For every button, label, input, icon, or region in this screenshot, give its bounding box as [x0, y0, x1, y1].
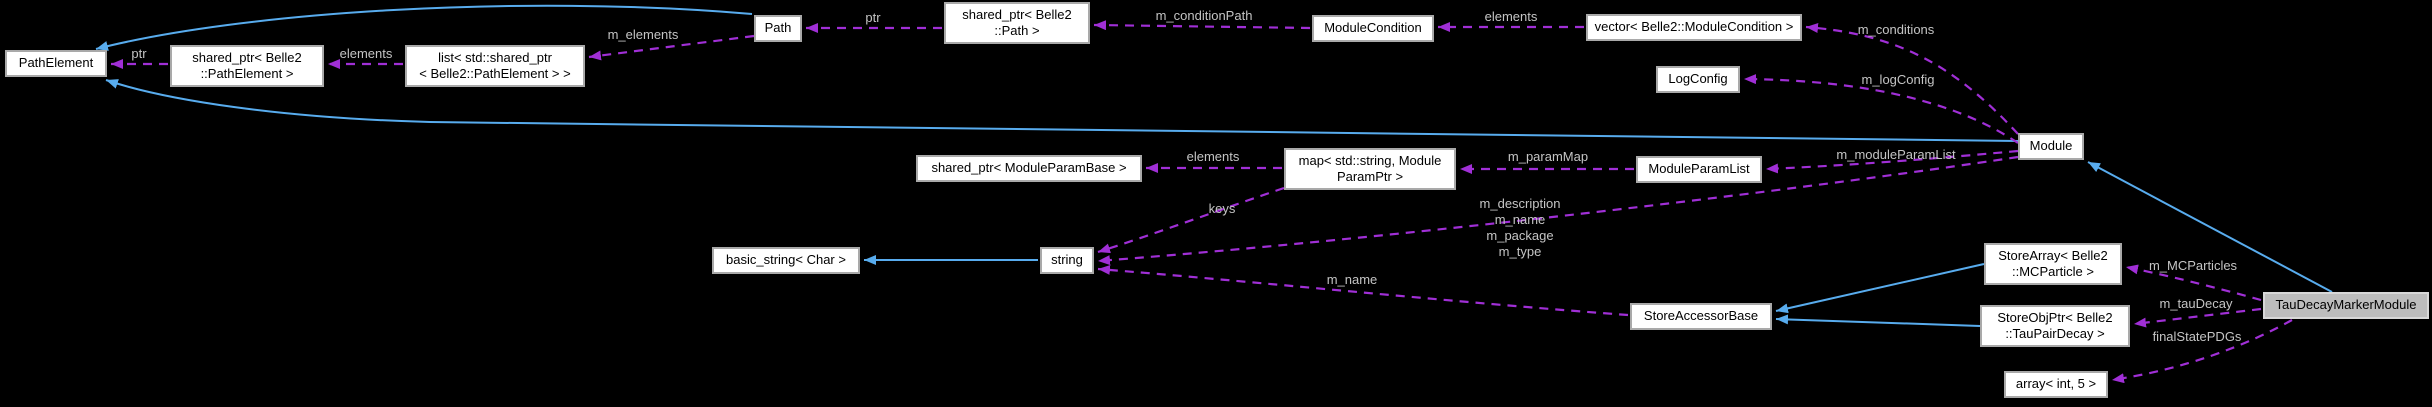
edge-inherit-module-pathelement: [105, 79, 2019, 142]
node-storeobjptr-taupairdecay-line1: StoreObjPtr< Belle2: [1997, 309, 2113, 325]
edge-usage-keys: [1097, 186, 1285, 254]
node-path-label: Path: [764, 20, 792, 36]
node-storeobjptr-taupairdecay-line2: ::TauPairDecay >: [2005, 326, 2105, 341]
edge-inherit-path-pathelement: [95, 4, 753, 51]
edge-label-m-mcparticles: m_MCParticles: [2149, 258, 2238, 273]
edge-usage-m-logconfig: [1743, 74, 2019, 144]
node-module[interactable]: Module: [2018, 133, 2084, 160]
edge-label-m-conditionpath: m_conditionPath: [1156, 8, 1253, 23]
edge-label-finalstatepdgs: finalStatePDGs: [2153, 329, 2242, 344]
node-storearray-mcparticle-line2: ::MCParticle >: [2012, 264, 2094, 279]
edge-label-m-elements: m_elements: [608, 27, 679, 42]
edge-label-m-moduleparamlist: m_moduleParamList: [1836, 147, 1956, 162]
edge-label-m-package: m_package: [1486, 228, 1553, 243]
edge-usage-m-taudecay: [2133, 307, 2262, 328]
node-shared-ptr-pathelement-line2: ::PathElement >: [200, 66, 294, 81]
node-array-int-5[interactable]: array< int, 5 >: [2004, 371, 2108, 398]
edge-usage-m-moduleparamlist: [1765, 149, 2019, 174]
node-storearray-mcparticle-line1: StoreArray< Belle2: [1998, 247, 2108, 263]
edge-usage-finalstatepdgs: [2111, 319, 2293, 384]
node-taudecaymarkermodule: TauDecayMarkerModule: [2263, 292, 2429, 319]
edge-usage-m-elements: [588, 34, 755, 61]
edge-label-m-parammap: m_paramMap: [1508, 149, 1588, 164]
edge-inherit-storearray-storeaccessorbase: [1775, 263, 1985, 314]
node-pathelement-label: PathElement: [18, 55, 94, 71]
edge-inherit-taudecaymarkermodule-module: [2087, 161, 2333, 293]
node-map-moduleparamptr-line1: map< std::string, Module: [1298, 152, 1442, 168]
node-logconfig-label: LogConfig: [1668, 71, 1728, 87]
edge-label-ptr-path: ptr: [865, 10, 881, 25]
edge-label-m-conditions: m_conditions: [1858, 22, 1935, 37]
node-storearray-mcparticle[interactable]: StoreArray< Belle2 ::MCParticle >: [1984, 243, 2122, 285]
node-logconfig[interactable]: LogConfig: [1656, 66, 1740, 93]
node-vector-modulecondition[interactable]: vector< Belle2::ModuleCondition >: [1586, 14, 1802, 41]
node-storeaccessorbase[interactable]: StoreAccessorBase: [1630, 303, 1772, 330]
edge-label-m-taudecay: m_tauDecay: [2160, 296, 2233, 311]
node-storeobjptr-taupairdecay[interactable]: StoreObjPtr< Belle2 ::TauPairDecay >: [1980, 305, 2130, 347]
node-shared-ptr-pathelement[interactable]: shared_ptr< Belle2 ::PathElement >: [170, 45, 324, 87]
edge-inherit-storeobjptr-storeaccessorbase: [1775, 314, 1981, 327]
node-moduleparamlist-label: ModuleParamList: [1648, 161, 1750, 177]
node-modulecondition[interactable]: ModuleCondition: [1312, 15, 1434, 42]
node-shared-ptr-moduleparambase[interactable]: shared_ptr< ModuleParamBase >: [916, 155, 1142, 182]
edge-usage-m-conditionpath: [1093, 20, 1311, 31]
node-pathelement[interactable]: PathElement: [5, 50, 107, 77]
node-basic-string[interactable]: basic_string< Char >: [712, 247, 860, 274]
node-modulecondition-label: ModuleCondition: [1324, 20, 1422, 36]
node-string[interactable]: string: [1040, 247, 1094, 274]
edge-label-elements-param: elements: [1187, 149, 1240, 164]
edge-usage-m-name-storeaccessor: [1097, 264, 1629, 317]
edge-usage-m-conditions: [1805, 22, 2019, 135]
node-shared-ptr-path-line1: shared_ptr< Belle2: [962, 6, 1072, 22]
node-module-label: Module: [2029, 138, 2073, 154]
edge-usage-module-string-fields: [1097, 155, 2019, 266]
node-path[interactable]: Path: [754, 15, 802, 42]
edge-label-m-logconfig: m_logConfig: [1862, 72, 1935, 87]
node-moduleparamlist[interactable]: ModuleParamList: [1636, 156, 1762, 183]
node-basic-string-label: basic_string< Char >: [726, 252, 846, 268]
node-list-shared-ptr-line1: list< std::shared_ptr: [438, 49, 552, 65]
node-list-shared-ptr[interactable]: list< std::shared_ptr < Belle2::PathElem…: [405, 45, 585, 87]
node-shared-ptr-moduleparambase-label: shared_ptr< ModuleParamBase >: [931, 160, 1127, 176]
node-string-label: string: [1051, 252, 1083, 268]
edge-label-m-type: m_type: [1499, 244, 1542, 259]
edge-label-elements-condition: elements: [1485, 9, 1538, 24]
node-storeaccessorbase-label: StoreAccessorBase: [1643, 308, 1759, 324]
node-shared-ptr-pathelement-line1: shared_ptr< Belle2: [192, 49, 302, 65]
node-array-int-5-label: array< int, 5 >: [2015, 376, 2097, 392]
node-shared-ptr-path-line2: ::Path >: [994, 23, 1040, 38]
edge-label-elements-pathelement: elements: [340, 46, 393, 61]
node-map-moduleparamptr-line2: ParamPtr >: [1336, 169, 1404, 184]
node-list-shared-ptr-line2: < Belle2::PathElement > >: [419, 66, 571, 81]
node-vector-modulecondition-label: vector< Belle2::ModuleCondition >: [1594, 19, 1794, 35]
edge-label-m-name: m_name: [1495, 212, 1546, 227]
edge-label-m-name-accessor: m_name: [1327, 272, 1378, 287]
node-map-moduleparamptr[interactable]: map< std::string, Module ParamPtr >: [1284, 148, 1456, 190]
edge-label-m-description: m_description: [1480, 196, 1561, 211]
edge-label-ptr-pathelement: ptr: [131, 46, 147, 61]
node-taudecaymarkermodule-label: TauDecayMarkerModule: [2275, 297, 2417, 313]
edge-label-keys: keys: [1209, 201, 1236, 216]
node-shared-ptr-path[interactable]: shared_ptr< Belle2 ::Path >: [944, 2, 1090, 44]
